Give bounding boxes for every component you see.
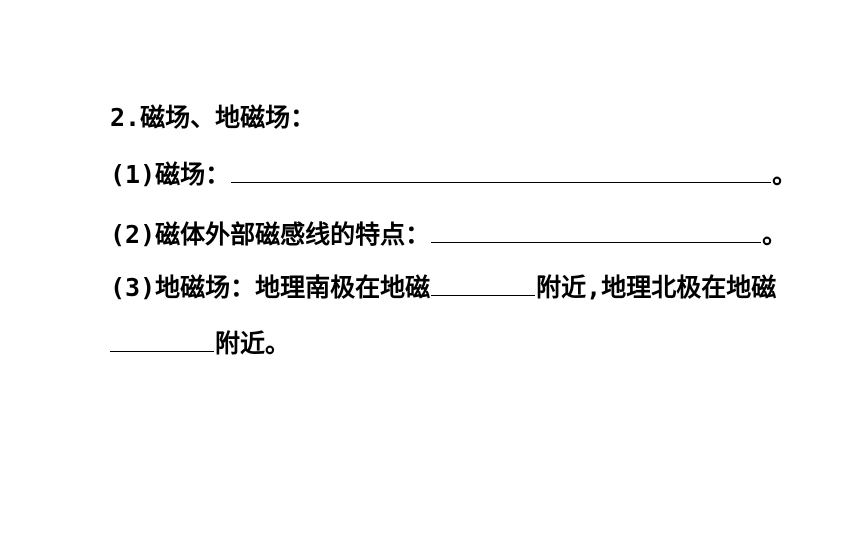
question-3-continued: 附近。	[110, 324, 290, 364]
section-heading: 2.磁场、地磁场：	[110, 98, 315, 138]
answer-blank-1[interactable]	[231, 155, 772, 183]
question-2: (2)磁体外部磁感线的特点： 。	[110, 215, 787, 255]
question-3-middle: 附近,地理北极在地磁	[536, 273, 777, 302]
answer-blank-3a[interactable]	[431, 268, 536, 296]
question-2-suffix: 。	[762, 220, 788, 249]
question-1-prefix: (1)磁场：	[110, 160, 231, 189]
answer-blank-3b[interactable]	[110, 324, 214, 352]
question-3: (3)地磁场：地理南极在地磁 附近,地理北极在地磁	[110, 268, 776, 308]
question-1: (1)磁场： 。	[110, 155, 797, 195]
question-1-suffix: 。	[772, 160, 798, 189]
answer-blank-2[interactable]	[431, 215, 762, 243]
question-2-prefix: (2)磁体外部磁感线的特点：	[110, 220, 431, 249]
heading-text: 2.磁场、地磁场：	[110, 103, 316, 132]
question-3-prefix: (3)地磁场：地理南极在地磁	[110, 273, 431, 302]
question-3-end: 附近。	[215, 329, 291, 358]
